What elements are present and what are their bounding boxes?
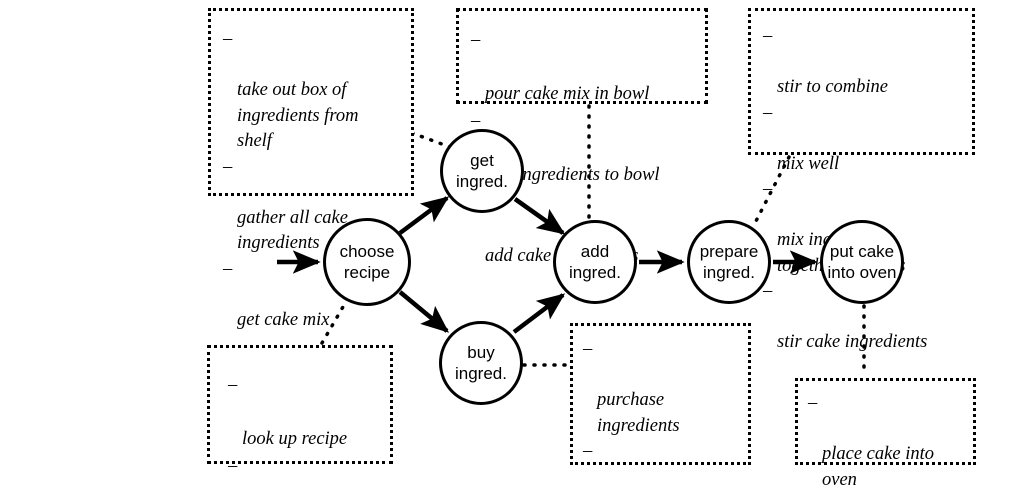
bullet-dash: – [763, 26, 773, 46]
annotation-box-purchase-ingredients: – purchase ingredients – buy cake mix – … [570, 323, 751, 465]
bullet-dash: – [471, 30, 481, 50]
bullet-dash: – [808, 393, 818, 413]
annotation-box-add-ingredients: – pour cake mix in bowl – add ingredient… [456, 8, 708, 266]
node-add-ingred-label: add ingred. [569, 242, 621, 282]
annotation-item: – stir to combine [763, 24, 966, 101]
bullet-dash: – [223, 156, 233, 177]
annotation-list: – purchase ingredients – buy cake mix – … [583, 337, 742, 486]
bullet-dash: – [763, 179, 773, 199]
bullet-dash: – [228, 375, 238, 395]
node-choose-recipe[interactable]: choose recipe [323, 218, 411, 306]
annotation-list: – look up recipe – find cake recipe – ge… [228, 372, 382, 486]
annotation-box-stir-mix: – stir to combine – mix well – mix ingre… [748, 8, 975, 352]
annotation-item: – stir cake ingredients [763, 279, 966, 356]
annotation-list: – place cake into oven – put cake in ove… [808, 391, 967, 486]
annotation-box-get-ingredients: – take out box of ingredients from shelf… [208, 8, 414, 330]
node-prepare-ingred[interactable]: prepare ingred. [687, 220, 771, 304]
edge-choose-recipe-to-get-ingred [398, 196, 450, 235]
annotation-list: – stir to combine – mix well – mix ingre… [763, 24, 966, 356]
connector-box-look-up-recipe-to-node [320, 298, 349, 345]
bullet-dash: – [228, 456, 238, 476]
annotation-item: – gather all cake ingredients [223, 155, 403, 257]
annotation-text: place cake into oven [822, 444, 934, 486]
annotation-item: – find cake recipe [228, 453, 382, 486]
annotation-text: mix well [777, 153, 840, 174]
annotation-box-place-cake: – place cake into oven – put cake in ove… [795, 378, 976, 486]
annotation-box-look-up-recipe: – look up recipe – find cake recipe – ge… [207, 345, 393, 476]
annotation-item: – get cake mix [223, 257, 403, 334]
annotation-text: stir cake ingredients [777, 332, 928, 352]
annotation-item: – pour cake mix in bowl [471, 27, 697, 108]
node-put-cake-into-oven[interactable]: put cake into oven [820, 220, 904, 304]
connector-box-get-ingredients-to-node [410, 131, 452, 149]
annotation-text: look up recipe [242, 429, 348, 449]
bullet-dash: – [223, 258, 233, 279]
node-prepare-ingred-label: prepare ingred. [699, 242, 759, 282]
annotation-text: get cake mix [237, 309, 330, 330]
bullet-dash: – [763, 281, 773, 301]
bullet-dash: – [471, 111, 481, 131]
annotation-text: pour cake mix in bowl [485, 84, 650, 104]
edge-choose-recipe-to-buy-ingred [398, 290, 450, 333]
node-buy-ingred[interactable]: buy ingred. [439, 321, 523, 405]
annotation-item: – mix well [763, 101, 966, 178]
bullet-dash: – [583, 339, 593, 359]
bullet-dash: – [583, 441, 593, 461]
annotation-item: – buy cake mix [583, 439, 742, 486]
annotation-text: take out box of ingredients from shelf [237, 80, 359, 151]
node-buy-ingred-label: buy ingred. [455, 343, 507, 383]
edge-buy-ingred-to-add-ingred [512, 293, 566, 334]
node-get-ingred-label: get ingred. [456, 151, 508, 191]
annotation-text: stir to combine [777, 77, 888, 97]
annotation-text: gather all cake ingredients [237, 207, 348, 254]
bullet-dash: – [223, 29, 233, 49]
node-choose-recipe-label: choose recipe [339, 242, 395, 282]
node-put-cake-into-oven-label: put cake into oven [827, 242, 897, 282]
edge-get-ingred-to-add-ingred [513, 197, 566, 235]
annotation-item: – purchase ingredients [583, 337, 742, 439]
bullet-dash: – [763, 102, 773, 123]
annotation-item: – take out box of ingredients from shelf [223, 27, 403, 155]
annotation-text: purchase ingredients [597, 390, 680, 436]
annotation-list: – take out box of ingredients from shelf… [223, 27, 403, 333]
node-add-ingred[interactable]: add ingred. [553, 220, 637, 304]
annotation-item: – look up recipe [228, 372, 382, 453]
annotation-item: – place cake into oven [808, 391, 967, 486]
node-get-ingred[interactable]: get ingred. [440, 129, 524, 213]
connector-box-stir-mix-to-node [753, 155, 791, 225]
